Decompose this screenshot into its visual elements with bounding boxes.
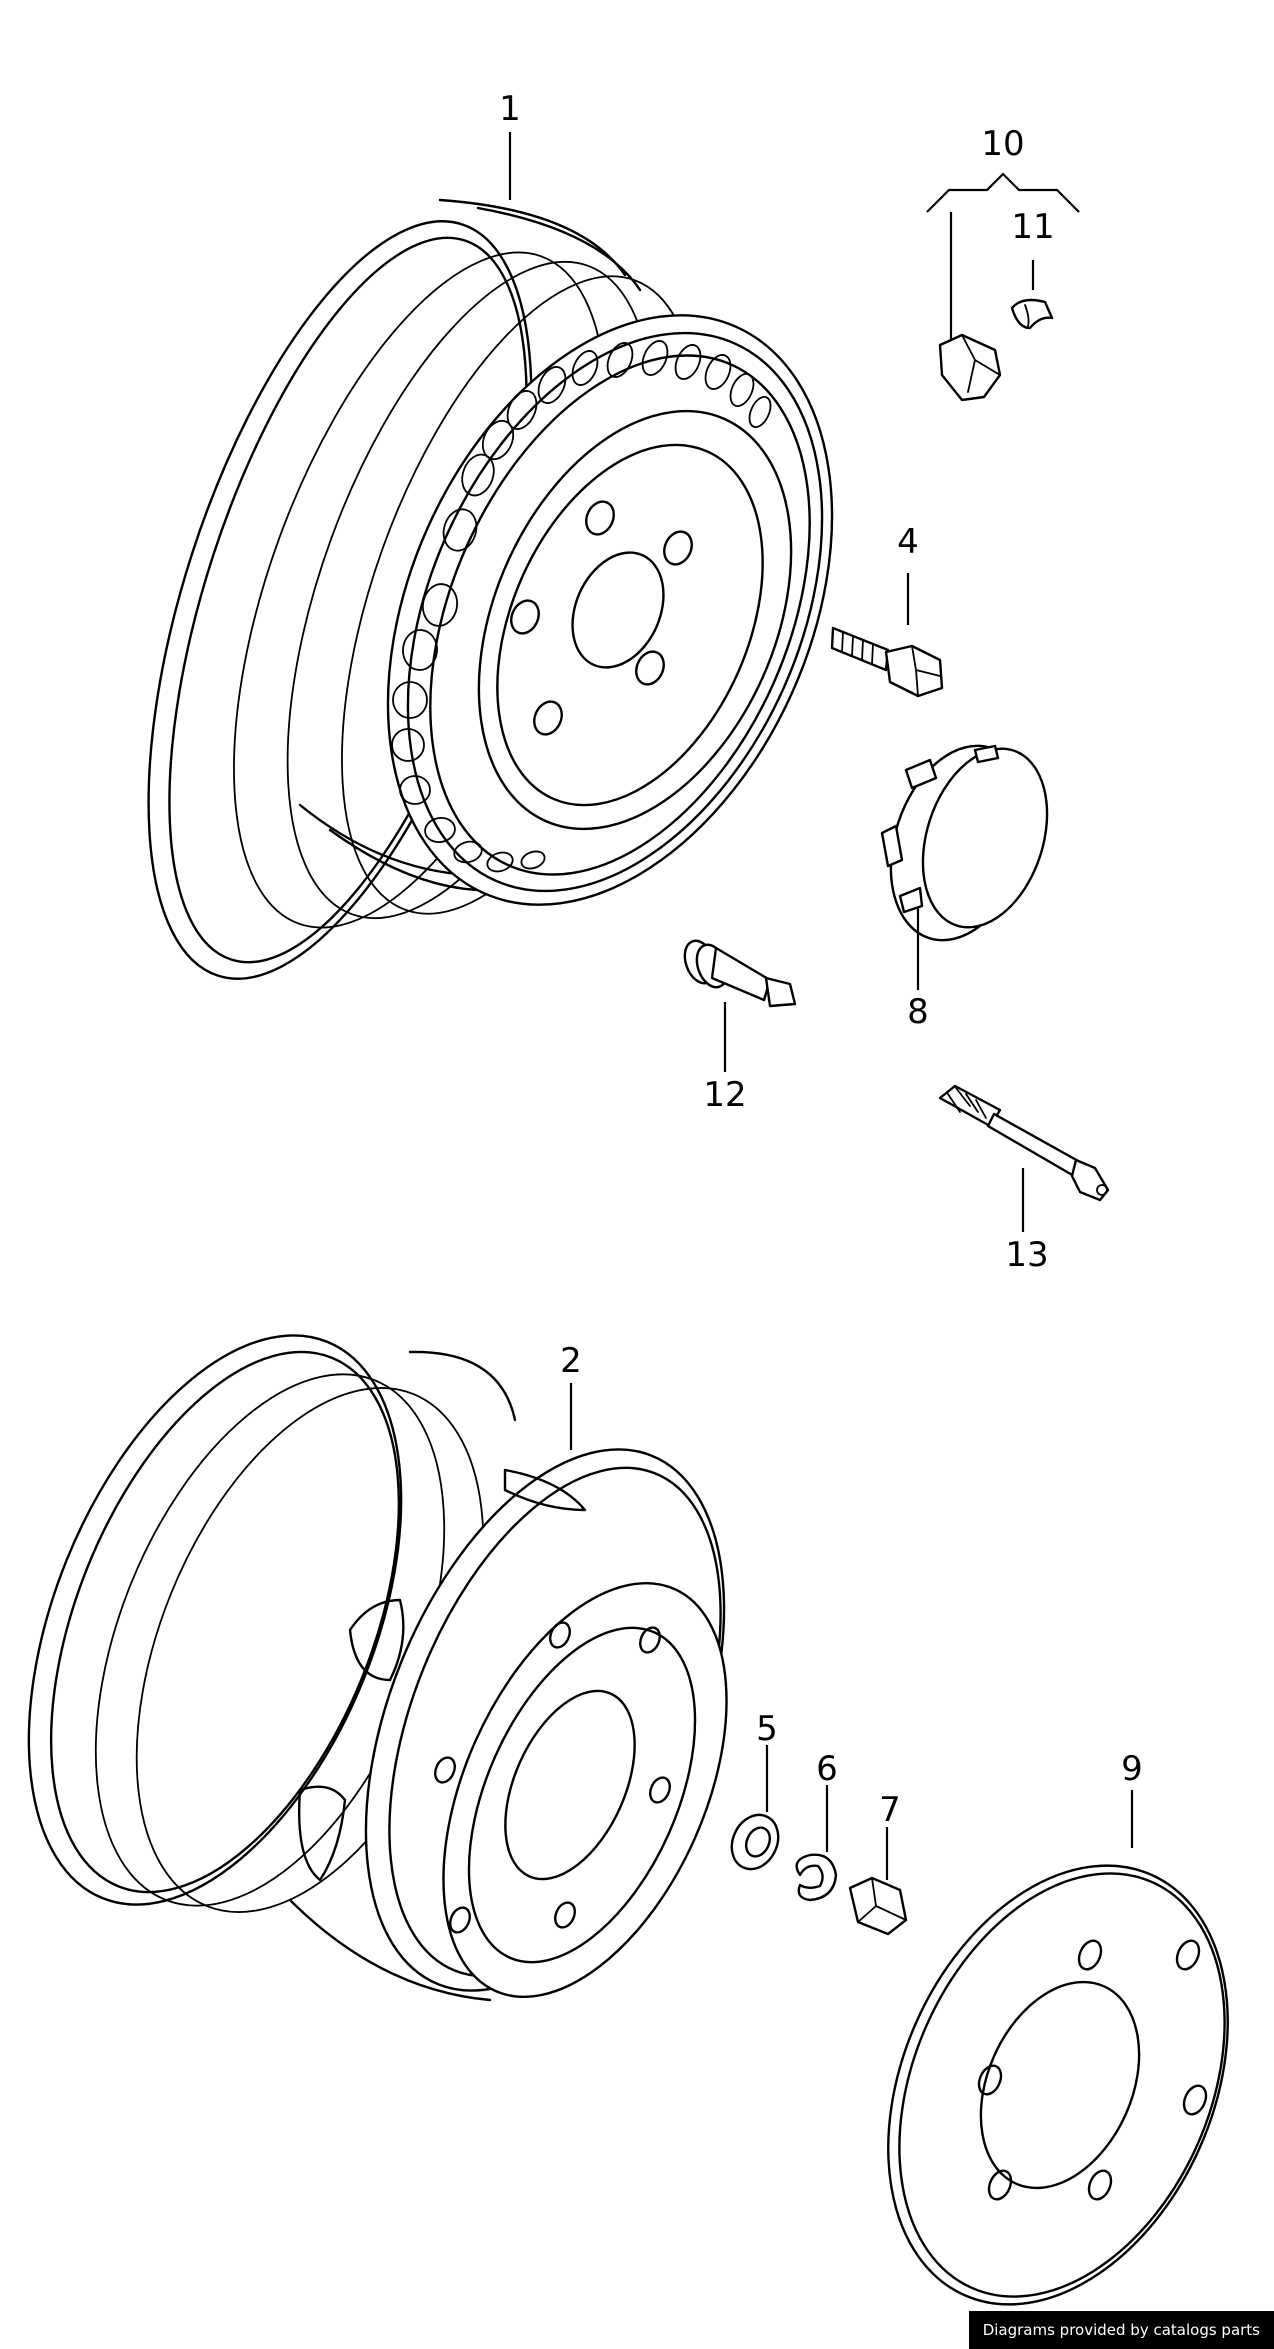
callout-11: 11: [1011, 207, 1055, 247]
callout-9: 9: [1121, 1749, 1143, 1789]
callout-7: 7: [879, 1790, 901, 1830]
wheel-nut-icon: [848, 1876, 908, 1936]
callout-8: 8: [907, 992, 929, 1032]
spacer-disc-icon: [887, 1864, 1229, 2306]
leader-lines: [508, 132, 1134, 1880]
callout-4: 4: [897, 522, 919, 562]
tire-valve-icon: [683, 939, 797, 1008]
hub-cap-icon: [880, 744, 1049, 942]
callout-1: 1: [499, 89, 521, 129]
balance-weight-clip-icon: [1010, 298, 1054, 330]
callout-12: 12: [703, 1075, 747, 1115]
credit-badge: Diagrams provided by catalogs parts: [968, 2311, 1274, 2349]
callout-6: 6: [816, 1749, 838, 1789]
wheel-bolt-icon: [830, 626, 944, 698]
callout-10: 10: [981, 124, 1025, 164]
spring-ring-icon: [795, 1853, 838, 1902]
steel-wheel-rim-icon: [147, 198, 834, 980]
balance-weight-set-icon: [938, 333, 1002, 402]
callout-2: 2: [560, 1341, 582, 1381]
washer-icon: [730, 1813, 780, 1871]
valve-extension-icon: [938, 1084, 1110, 1202]
callout-5: 5: [756, 1709, 778, 1749]
dual-wheel-rim-icon: [27, 1334, 728, 2002]
callout-13: 13: [1005, 1235, 1049, 1275]
